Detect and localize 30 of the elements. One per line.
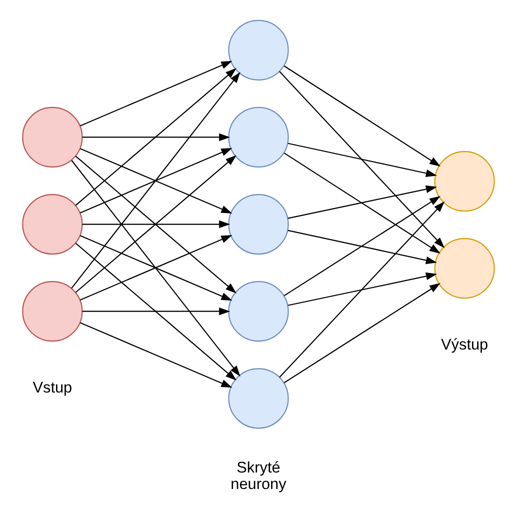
label: Skryté neurony	[230, 458, 286, 492]
node-circle	[22, 280, 83, 342]
arrow	[82, 306, 230, 315]
node-circle	[22, 193, 83, 254]
arrow	[82, 220, 230, 228]
arrow	[279, 200, 445, 378]
arrow	[288, 272, 438, 306]
arrow	[75, 242, 236, 380]
arrow	[284, 152, 441, 254]
arrow	[288, 184, 438, 218]
node-circle	[228, 280, 289, 342]
arrow	[279, 70, 445, 248]
arrow	[284, 195, 441, 296]
arrow	[82, 132, 230, 141]
node-circle	[228, 19, 289, 80]
arrow	[80, 60, 232, 126]
arrow	[71, 160, 240, 376]
arrow	[284, 282, 441, 383]
node-circle	[228, 193, 289, 254]
node-circle	[228, 368, 289, 428]
arrow	[80, 322, 232, 388]
arrow	[71, 71, 240, 288]
arrow	[75, 68, 236, 206]
arrow	[288, 142, 437, 177]
arrow	[284, 65, 441, 166]
node-circle	[228, 106, 289, 168]
arrow	[288, 229, 437, 264]
node-circle	[22, 106, 83, 168]
label: Vstup	[32, 379, 72, 396]
label: Výstup	[441, 336, 488, 354]
